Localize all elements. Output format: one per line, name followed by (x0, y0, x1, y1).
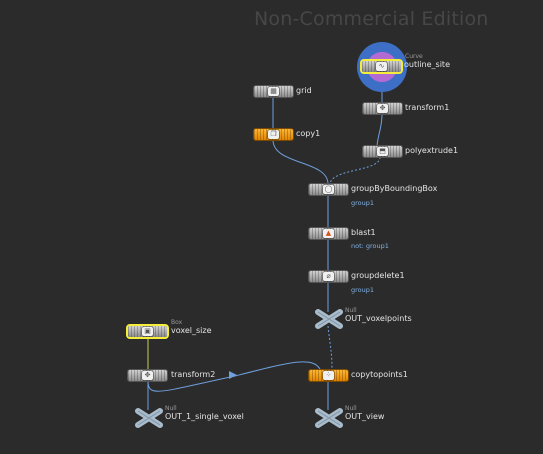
node-groupbyboundingbox-body[interactable]: ◯ (309, 184, 348, 195)
node-polyextrude1-label: polyextrude1 (405, 146, 459, 155)
node-groupbyboundingbox-info: group1 (351, 199, 375, 207)
wire-outvoxel-copytopoints (327, 325, 333, 370)
wire-copy1-groupbb (272, 139, 329, 185)
node-copytopoints1-body[interactable]: ⁘ (309, 370, 348, 381)
copytopoints-icon: ⁘ (323, 371, 334, 380)
node-voxel-size-type: Box (171, 319, 183, 326)
polyextrude-icon: ⬒ (377, 147, 388, 156)
grid-icon: ▦ (268, 87, 279, 96)
node-out-view-type: Null (345, 405, 357, 412)
node-transform1-label: transform1 (405, 103, 450, 112)
node-grid-body[interactable]: ▦ (254, 86, 293, 97)
group-icon: ◯ (323, 185, 334, 194)
node-polyextrude1-body[interactable]: ⬒ (363, 146, 402, 157)
wire-transform1-polyextrude (376, 113, 383, 147)
wire-direction-arrow (229, 371, 237, 379)
blast-icon: ▲ (323, 229, 334, 238)
box-icon: ▣ (142, 327, 153, 336)
node-copy1-body[interactable]: ❐ (254, 129, 293, 140)
node-out-voxelpoints-label: OUT_voxelpoints (345, 314, 412, 323)
node-groupbyboundingbox-label: groupByBoundingBox (351, 184, 438, 193)
node-out-voxelpoints-type: Null (345, 307, 357, 314)
node-outline-site-label: outline_site (404, 60, 450, 69)
node-groupdelete1-info: group1 (351, 286, 375, 294)
transform-icon: ✥ (142, 371, 153, 380)
node-out-view-label: OUT_view (345, 412, 385, 421)
node-groupdelete1-label: groupdelete1 (351, 271, 405, 280)
copy-icon: ❐ (268, 130, 279, 139)
null-icon[interactable] (134, 407, 164, 429)
node-transform2-body[interactable]: ✥ (128, 370, 167, 381)
non-commercial-watermark: Non-Commercial Edition (254, 8, 489, 30)
node-groupdelete1-body[interactable]: ⌀ (309, 271, 348, 282)
node-blast1-info: not: group1 (351, 242, 389, 250)
node-transform1-body[interactable]: ✥ (363, 103, 402, 114)
null-icon[interactable] (314, 407, 344, 429)
node-blast1-body[interactable]: ▲ (309, 228, 348, 239)
node-out-single-voxel-type: Null (165, 405, 177, 412)
node-copy1-label: copy1 (296, 129, 321, 138)
node-voxel-size-label: voxel_size (171, 326, 212, 335)
node-blast1-label: blast1 (351, 228, 376, 237)
node-grid-label: grid (296, 86, 312, 95)
wire-polyextrude-groupbb (329, 156, 381, 185)
node-voxel-size-body[interactable]: ▣ (128, 326, 167, 337)
node-outline-site-type: Curve (405, 53, 423, 60)
node-transform2-label: transform2 (171, 370, 216, 379)
node-outline-site-body[interactable]: ∿ (362, 61, 401, 72)
null-icon[interactable] (314, 308, 344, 330)
node-out-single-voxel-label: OUT_1_single_voxel (165, 412, 244, 421)
node-copytopoints1-label: copytopoints1 (351, 370, 408, 379)
transform-icon: ✥ (377, 104, 388, 113)
curve-icon: ∿ (376, 62, 387, 71)
groupdelete-icon: ⌀ (323, 272, 334, 281)
